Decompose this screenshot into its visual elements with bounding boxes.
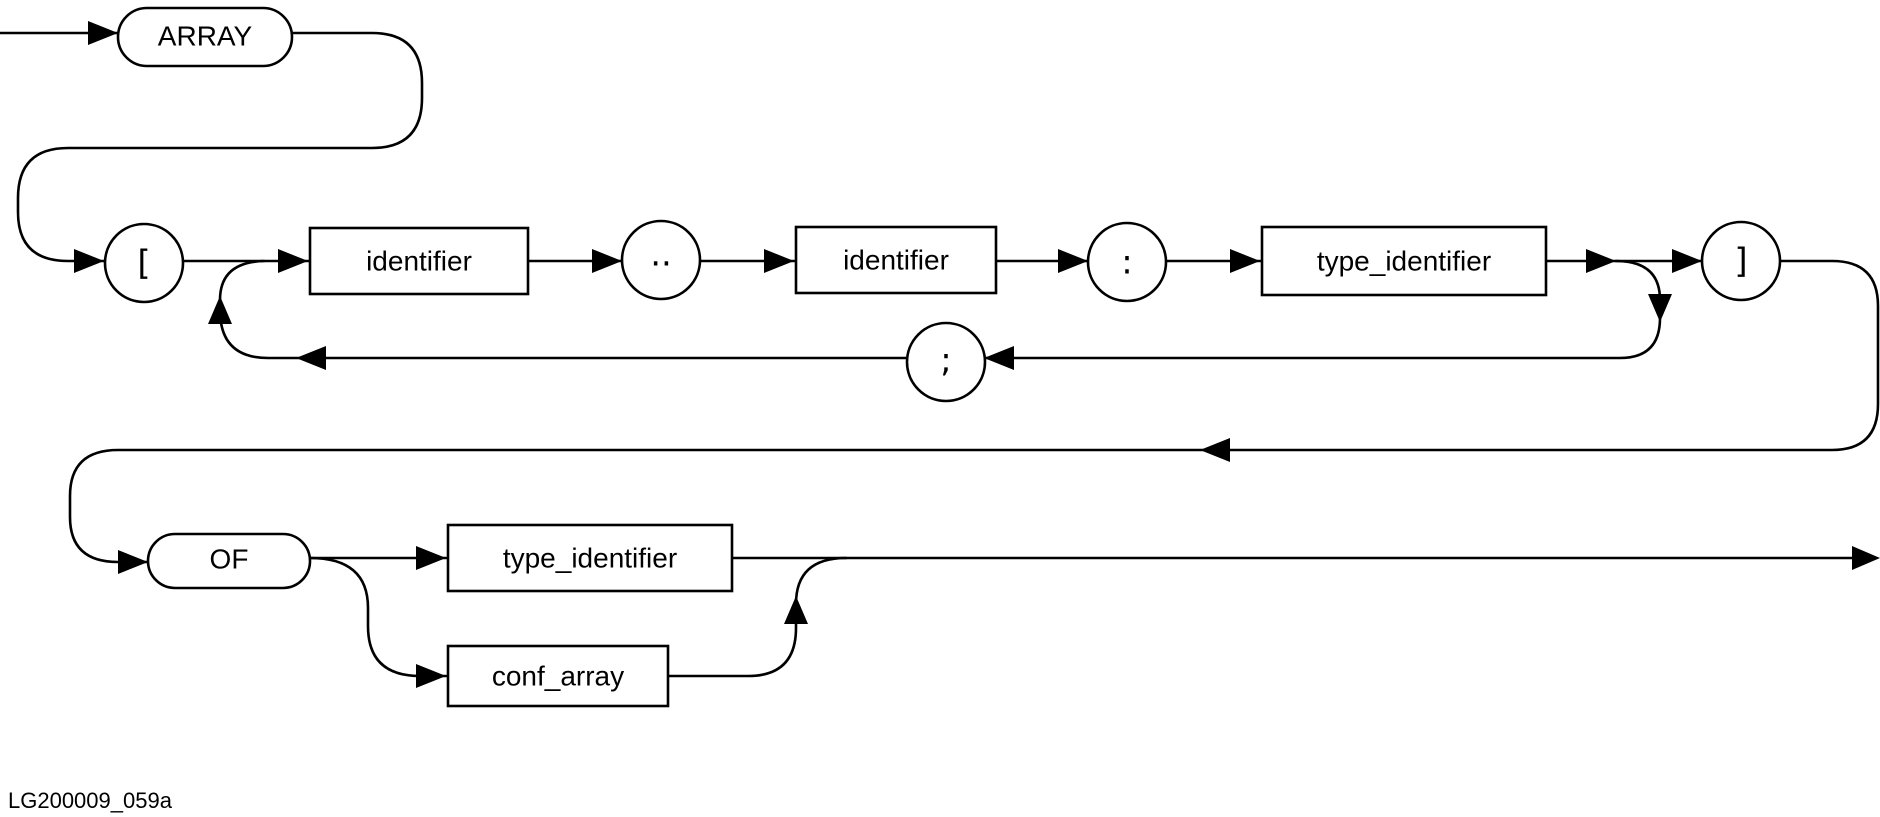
nonterminal-identifier-lower: identifier	[308, 226, 530, 296]
arrow-right-icon	[1852, 546, 1880, 570]
symbol-open-bracket-label: [	[137, 244, 150, 284]
arrow-right-icon	[1586, 249, 1616, 273]
symbol-range-dots-label: ..	[650, 235, 672, 275]
nonterminal-identifier-lower-label: identifier	[366, 245, 472, 276]
arrow-right-icon	[118, 550, 148, 574]
nonterminal-type-identifier-element-label: type_identifier	[503, 542, 677, 573]
arrow-right-icon	[1230, 249, 1260, 273]
keyword-array-label: ARRAY	[158, 20, 253, 51]
keyword-of: OF	[146, 532, 312, 590]
symbol-range-dots: ..	[620, 219, 702, 301]
arrowheads	[74, 21, 1880, 688]
arrow-up-icon	[208, 296, 232, 324]
symbol-open-bracket: [	[103, 222, 185, 304]
symbol-semicolon: ;	[905, 321, 987, 403]
figure-id-label: LG200009_059a	[8, 788, 173, 813]
arrow-right-icon	[764, 249, 794, 273]
arrow-right-icon	[74, 249, 104, 273]
arrow-right-icon	[416, 546, 446, 570]
symbol-close-bracket: ]	[1700, 220, 1782, 302]
arrow-right-icon	[88, 21, 118, 45]
arrow-right-icon	[278, 249, 308, 273]
keyword-array: ARRAY	[116, 6, 294, 68]
symbol-colon-label: :	[1121, 243, 1132, 283]
keyword-of-label: OF	[210, 543, 249, 574]
symbol-close-bracket-label: ]	[1734, 242, 1747, 282]
nonterminal-conf-array-label: conf_array	[492, 660, 624, 691]
nonterminal-type-identifier-index-label: type_identifier	[1317, 245, 1491, 276]
arrow-left-icon	[984, 346, 1014, 370]
nonterminal-type-identifier-index: type_identifier	[1260, 225, 1548, 297]
nonterminal-conf-array: conf_array	[446, 644, 670, 708]
arrow-left-icon	[1200, 438, 1230, 462]
nonterminal-identifier-upper-label: identifier	[843, 244, 949, 275]
arrow-down-icon	[1648, 294, 1672, 322]
arrow-right-icon	[592, 249, 622, 273]
arrow-left-icon	[296, 346, 326, 370]
arrow-right-icon	[1058, 249, 1088, 273]
arrow-right-icon	[416, 664, 446, 688]
nonterminal-type-identifier-element: type_identifier	[446, 523, 734, 593]
symbol-semicolon-label: ;	[940, 341, 951, 381]
symbol-colon: :	[1086, 221, 1168, 303]
nonterminal-identifier-upper: identifier	[794, 225, 998, 295]
arrow-up-icon	[784, 596, 808, 624]
arrow-right-icon	[1672, 249, 1702, 273]
